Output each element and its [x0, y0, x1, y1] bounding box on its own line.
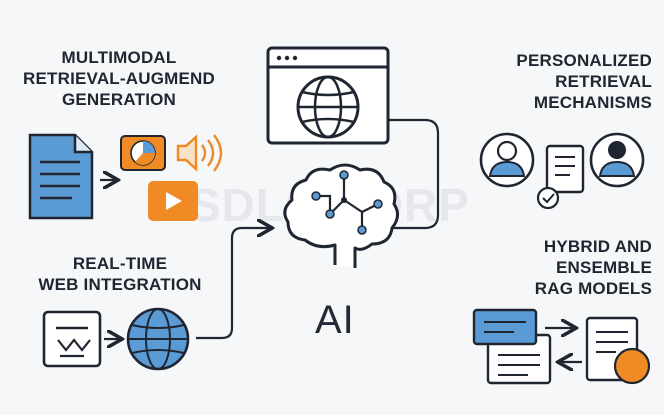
hybrid-line-2: ENSEMBLE — [555, 258, 652, 277]
document-icon — [28, 133, 94, 220]
globe-icon — [126, 307, 190, 371]
browser-globe-icon — [266, 46, 390, 145]
video-play-icon — [148, 181, 198, 221]
stacked-cards-icon — [472, 308, 552, 385]
personalized-line-2: RETRIEVAL — [555, 72, 652, 91]
brain-circuit-icon — [283, 163, 399, 268]
pie-chart-image-icon — [120, 135, 166, 171]
hybrid-line-3: RAG MODELS — [534, 279, 652, 298]
multimodal-line-2: RETRIEVAL-AUGMEND — [23, 69, 215, 88]
personalized-line-1: PERSONALIZED — [516, 51, 652, 70]
orange-dot-icon — [613, 347, 651, 385]
multimodal-line-3: GENERATION — [61, 90, 177, 109]
user-icon — [479, 132, 535, 188]
connector-globe-brain — [196, 228, 270, 340]
personalized-label: PERSONALIZED RETRIEVAL MECHANISMS — [452, 50, 652, 113]
multimodal-line-1: MULTIMODAL — [61, 48, 177, 67]
document-check-icon — [536, 144, 585, 210]
hybrid-label: HYBRID AND ENSEMBLE RAG MODELS — [452, 236, 652, 299]
realtime-label: REAL-TIME WEB INTEGRATION — [20, 253, 220, 295]
connector-browser-brain — [385, 118, 440, 230]
hybrid-line-1: HYBRID AND — [543, 237, 652, 256]
inbox-icon — [42, 310, 102, 368]
realtime-line-2: WEB INTEGRATION — [38, 275, 202, 294]
ai-label: AI — [315, 298, 355, 342]
multimodal-label: MULTIMODAL RETRIEVAL-AUGMEND GENERATION — [14, 47, 224, 110]
personalized-line-3: MECHANISMS — [533, 93, 652, 112]
user-icon — [589, 132, 645, 188]
realtime-line-1: REAL-TIME — [72, 254, 168, 273]
speaker-icon — [176, 134, 223, 172]
